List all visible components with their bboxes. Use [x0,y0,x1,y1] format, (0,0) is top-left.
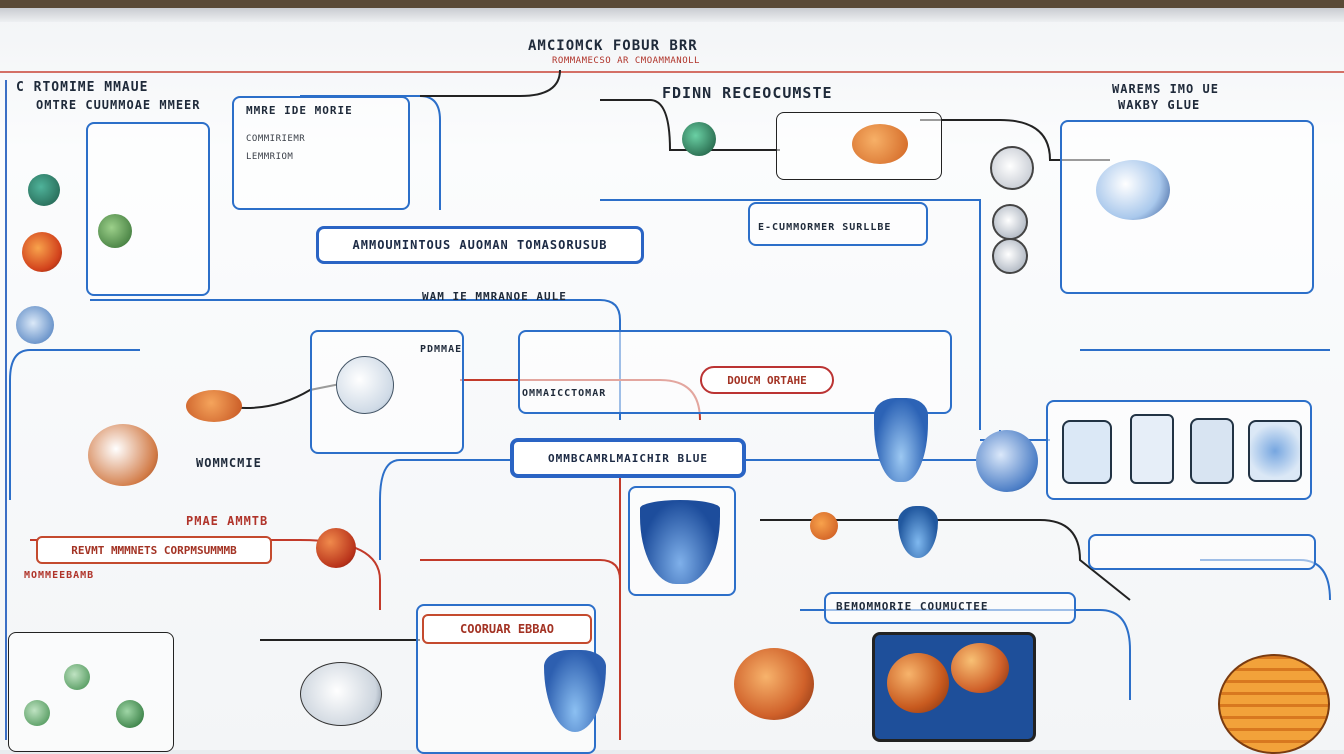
top-right-header-line1: WAREMS IMO UE [1112,82,1219,96]
box-tl-line3: LEMMRIOM [246,152,294,162]
gear-icon [990,146,1034,190]
lamp-icon [300,662,382,726]
sketch-box-top-right [1060,120,1314,294]
fruit-icon [887,653,949,713]
jar-icon [1190,418,1234,484]
gear-icon [16,306,54,344]
box-tl-line2: COMMIRIEMR [246,134,306,144]
info-box-top-left: MMRE IDE MORIE COMMIRIEMR LEMMRIOM [232,96,410,210]
info-box-top-mid: E-CUMMORMER SURLLBE [748,202,928,246]
bulb-icon [64,664,90,690]
info-box-right [1088,534,1316,570]
orange-ball-icon [22,232,62,272]
board-frame-top [0,0,1344,8]
jar-icon [1248,420,1302,482]
globe-icon [88,424,158,486]
label-bottom-right: BEMOMMORIE COUMUCTEE [836,600,989,613]
label-red-banner: REVMT MMMNETS CORPMSUMMMB [36,536,272,564]
fruit-icon [734,648,814,720]
label-top-mid: E-CUMMORMER SURLLBE [758,222,892,233]
orange-ball-icon [1218,654,1330,754]
board-edge [0,8,1344,22]
fruit-icon [186,390,242,422]
page-title: AMCIOMCK FOBUR BRR [528,38,698,54]
sketch-box-bottom-left [8,632,174,752]
box-tl-line1: MMRE IDE MORIE [246,104,353,117]
label-box-bottom-right: BEMOMMORIE COUMUCTEE [824,592,1076,624]
label-pupmy: PDMMAE [420,344,463,355]
banner-main: AMMOUMINTOUS AUOMAN TOMASORUSUB [316,226,644,264]
fruit-icon [951,643,1009,693]
globe-icon [976,430,1038,492]
fruit-icon [852,124,908,164]
globe-icon [1096,160,1170,220]
page-subtitle: ROMMAMECSO AR CMOAMMANOLL [552,56,700,66]
top-right-header-line2: WAKBY GLUE [1118,98,1201,112]
bulb-icon [24,700,50,726]
label-red-left: PMAE AMMTB [186,514,269,528]
bulb-icon [682,122,716,156]
jar-icon [1062,420,1112,484]
gear-icon [992,204,1028,240]
lamp-icon [336,356,394,414]
sketch-box-left [86,122,210,296]
label-center-left: OMMAICCTOMAR [522,388,607,399]
label-mid-right: DOUCM ORTAHE [700,366,834,394]
fruit-icon [810,512,838,540]
label-left-mid: WOMMCMIE [196,456,262,470]
gear-icon [992,238,1028,274]
label-bottom-pill: COORUAR EBBAO [422,614,592,644]
bulb-icon [28,174,60,206]
bulb-icon [116,700,144,728]
fruit-screen [872,632,1036,742]
jar-icon [1130,414,1174,484]
label-red-lower: MOMMEEBAMB [24,570,95,581]
left-header-line2: OMTRE CUUMMOAE MMEER [36,98,201,112]
label-mid-left: WAM IE MMRANOE AULE [422,290,567,303]
orange-ball-icon [316,528,356,568]
bulb-icon [98,214,132,248]
top-center-header: FDINN RECEOCUMSTE [662,84,833,102]
left-header-line1: C RTOMIME MMAUE [16,80,149,95]
banner-center: OMMBCAMRLMAICHIR BLUE [510,438,746,478]
vase-icon [874,398,928,482]
